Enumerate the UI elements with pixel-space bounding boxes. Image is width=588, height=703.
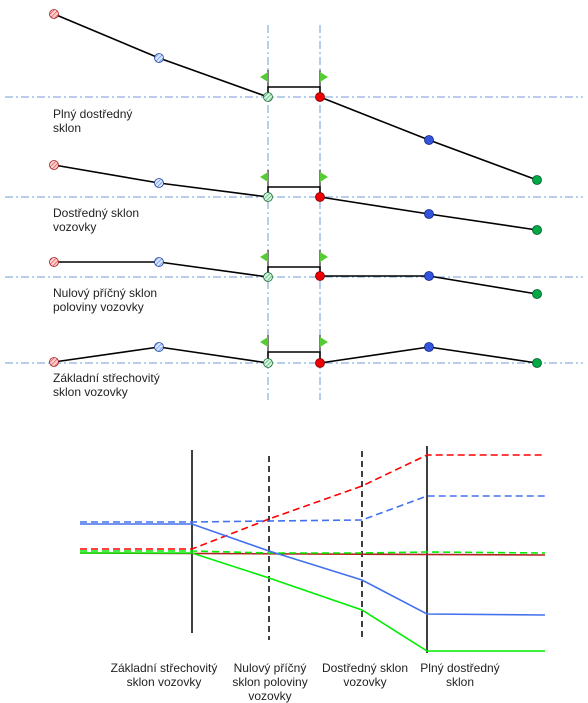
cross-sections [5,9,583,400]
point-red [315,92,325,102]
point-red [315,192,325,202]
section-label-zero: Nulový příčný sklon poloviny vozovky [53,286,158,314]
section-label-road: Dostředný sklon vozovky [53,206,140,234]
stage-label-full: Plný dostředný sklon [420,661,500,689]
blue-dashed-line [80,495,545,523]
point-blue-hatched [154,257,164,267]
section-road [49,160,542,235]
section-full [49,9,542,185]
point-green [532,289,542,299]
point-green-hatched [263,272,273,282]
stage-label-base: Základní střechovitý sklon vozovky [110,661,218,689]
flag-left-icon [260,72,268,82]
flag-right-icon [320,72,328,82]
point-red-hatched [49,257,59,267]
section-zero [49,250,542,299]
stage-label-road: Dostředný sklon vozovky [321,661,409,689]
blue-solid-line [80,523,546,616]
flag-right-icon [320,252,328,262]
point-green [532,225,542,235]
section-label-full: Plný dostředný sklon [53,107,133,135]
point-red-hatched [49,357,59,367]
section-label-base: Základní střechovitý sklon vozovky [53,371,160,399]
point-red [315,271,325,281]
section-zero-median [267,266,321,277]
point-green-hatched [263,92,273,102]
point-blue [424,209,434,219]
red-dashed-line [80,454,545,550]
transition-diagram [79,446,546,653]
point-red-hatched [49,9,59,19]
point-red [315,358,325,368]
section-base-median [267,351,321,363]
point-blue [424,135,434,145]
point-blue [424,271,434,281]
point-green [532,175,542,185]
green-solid-line [80,552,545,652]
stage-label-zero: Nulový příčný sklon poloviny vozovky [232,661,308,703]
point-blue-hatched [154,53,164,63]
point-blue [424,342,434,352]
point-blue-hatched [154,342,164,352]
green-dashed-line [80,550,546,554]
point-green [532,358,542,368]
section-base [49,335,542,368]
point-blue-hatched [154,178,164,188]
point-green-hatched [263,192,273,202]
flag-left-icon [260,252,268,262]
flag-left-icon [260,172,268,182]
flag-right-icon [320,337,328,347]
point-green-hatched [263,358,273,368]
section-full-median [267,86,321,97]
point-red-hatched [49,160,59,170]
section-road-median [267,186,321,197]
flag-left-icon [260,337,268,347]
flag-right-icon [320,172,328,182]
